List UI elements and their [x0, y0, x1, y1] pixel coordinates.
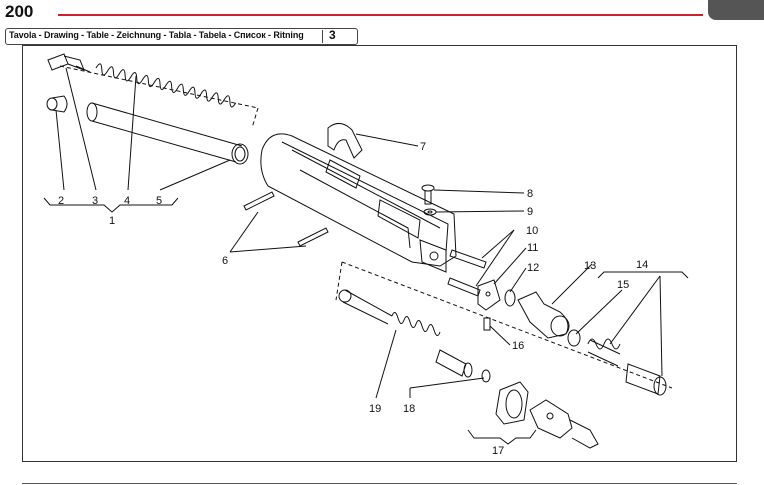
callout-2: 2: [58, 195, 64, 207]
part-11-latch: [477, 279, 501, 311]
callout-17: 17: [492, 445, 504, 457]
table-title-bar: Tavola - Drawing - Table - Zeichnung - T…: [5, 28, 358, 45]
callout-19: 19: [369, 403, 381, 415]
callout-10: 10: [526, 225, 538, 237]
leader-lines: [55, 67, 663, 399]
callout-18: 18: [403, 403, 415, 415]
callout-3: 3: [92, 195, 98, 207]
part-12-ring: [504, 289, 516, 307]
group-brackets: [43, 197, 689, 445]
callout-6: 6: [222, 255, 228, 267]
part-8-screw: [421, 184, 435, 205]
part-6-pins: [243, 191, 329, 247]
part-17-fitting: [495, 381, 599, 449]
callout-11: 11: [527, 242, 538, 254]
callout-8: 8: [527, 188, 533, 200]
page-number: 200: [5, 2, 34, 21]
part-4-spring: [95, 63, 237, 108]
callout-1: 1: [109, 215, 115, 227]
receiver-body: [260, 133, 457, 273]
part-9-washer: [423, 208, 437, 216]
table-title: Tavola - Drawing - Table - Zeichnung - T…: [9, 30, 304, 40]
part-19-rod: [338, 289, 473, 378]
callout-15: 15: [617, 279, 629, 291]
part-2-cap: [46, 95, 68, 113]
part-13-bolt-head: [517, 291, 570, 339]
callout-13: 13: [584, 260, 596, 272]
table-number: 3: [329, 28, 336, 42]
part-18-ring: [481, 369, 491, 383]
footer-rule: [22, 483, 737, 484]
callout-4: 4: [124, 195, 130, 207]
title-separator: [322, 30, 323, 43]
part-7-bracket: [327, 123, 363, 159]
part-14-spring-tube: [587, 338, 667, 396]
part-15-ring: [567, 329, 581, 347]
part-10-pins: [447, 249, 487, 297]
part-3-end-cap: [47, 53, 91, 73]
part-16-screw: [483, 317, 491, 331]
drawing-frame: [22, 45, 737, 462]
callout-16: 16: [512, 340, 524, 352]
callout-14: 14: [636, 259, 648, 271]
callout-7: 7: [420, 141, 426, 153]
callout-9: 9: [527, 206, 533, 218]
part-5-tube: [86, 102, 249, 165]
corner-tab: [708, 0, 764, 20]
assembly-axis-lines: [59, 65, 673, 389]
header-rule: [58, 14, 703, 16]
callout-5: 5: [156, 195, 162, 207]
callout-12: 12: [527, 262, 539, 274]
